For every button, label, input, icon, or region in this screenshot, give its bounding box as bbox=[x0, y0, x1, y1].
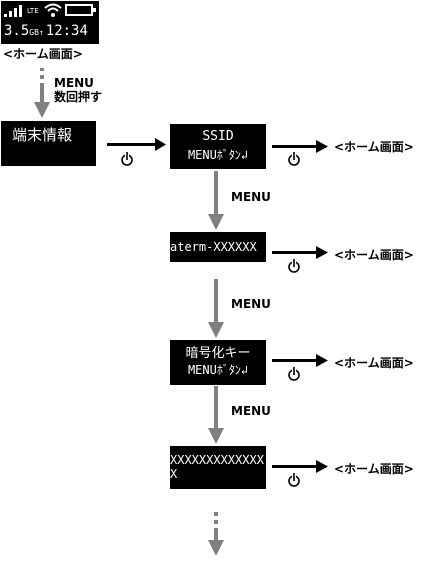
screen-ssid-value: aterm-XXXXXX bbox=[170, 232, 266, 262]
screen-device-info: 端末情報 bbox=[1, 121, 96, 166]
data-used: 3.5 bbox=[4, 23, 30, 39]
home-label-2: <ホーム画面> bbox=[334, 248, 414, 262]
arrow-info-to-ssid bbox=[107, 138, 166, 151]
menu-label-first: MENU 数回押す bbox=[54, 76, 103, 104]
menu-label-2: MENU bbox=[231, 297, 271, 311]
arrow-separator: ↑ bbox=[38, 28, 44, 37]
home-label-3: <ホーム画面> bbox=[334, 356, 414, 370]
ssid-title: SSID bbox=[202, 129, 234, 144]
power-icon bbox=[288, 152, 300, 166]
arrow-home-to-info bbox=[34, 68, 50, 118]
home-label-4: <ホーム画面> bbox=[334, 462, 414, 476]
home-label-1: <ホーム画面> bbox=[334, 140, 414, 154]
data-unit: GB bbox=[29, 28, 39, 37]
menu-label-1: MENU bbox=[231, 190, 271, 204]
signal-icon bbox=[4, 5, 26, 17]
power-icon bbox=[288, 259, 300, 273]
arrow-keyval-to-home bbox=[272, 460, 328, 473]
clock: 12:34 bbox=[45, 23, 88, 39]
power-icon bbox=[121, 152, 133, 166]
screen-key-value: XXXXXXXXXXXXX X bbox=[170, 446, 266, 489]
arrow-ssid-to-home bbox=[272, 140, 328, 153]
network-type: LTE bbox=[27, 7, 39, 15]
screen-encryption-key: 暗号化キー MENUﾎﾞﾀﾝ↲ bbox=[170, 340, 266, 385]
arrow-key-down bbox=[208, 386, 224, 444]
screen-ssid: SSID MENUﾎﾞﾀﾝ↲ bbox=[170, 124, 266, 169]
status-screen: LTE 3.5GB↑12:34 bbox=[1, 1, 99, 44]
power-icon bbox=[288, 473, 300, 487]
power-icon bbox=[288, 367, 300, 381]
battery-icon bbox=[65, 4, 96, 16]
key-title: 暗号化キー bbox=[185, 346, 251, 361]
menu-label-3: MENU bbox=[231, 404, 271, 418]
arrow-end-down bbox=[208, 512, 224, 556]
arrow-ssid-down bbox=[208, 171, 224, 230]
arrow-ssidval-to-home bbox=[272, 246, 328, 259]
key-hint: MENUﾎﾞﾀﾝ↲ bbox=[187, 363, 249, 377]
home-caption: <ホーム画面> bbox=[3, 47, 83, 61]
ssid-hint: MENUﾎﾞﾀﾝ↲ bbox=[187, 148, 249, 162]
arrow-ssidval-down bbox=[208, 279, 224, 338]
wifi-icon bbox=[44, 3, 62, 17]
arrow-key-to-home bbox=[272, 354, 328, 367]
press-several-times: 数回押す bbox=[54, 90, 103, 104]
